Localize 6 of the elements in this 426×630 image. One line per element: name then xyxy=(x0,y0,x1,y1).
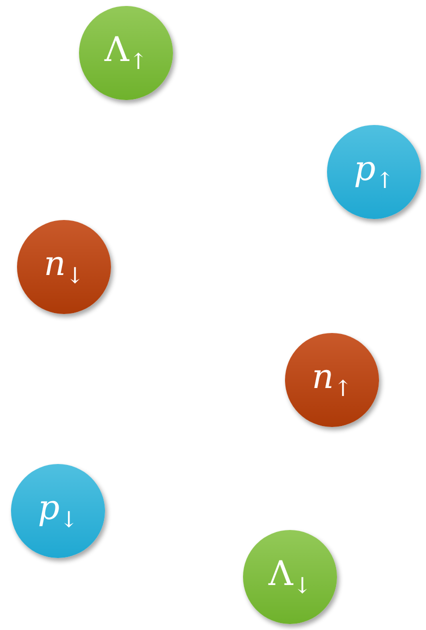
particle-symbol: p$_{↑}$ xyxy=(354,152,394,192)
particle-symbol: Λ$_{↓}$ xyxy=(268,556,312,598)
particle-symbol: Λ$_{↑}$ xyxy=(104,32,148,74)
particle-symbol: n$_{↑}$ xyxy=(312,360,352,400)
particle-symbol: p$_{↓}$ xyxy=(38,490,78,532)
particle-symbol: n$_{↓}$ xyxy=(44,246,84,288)
